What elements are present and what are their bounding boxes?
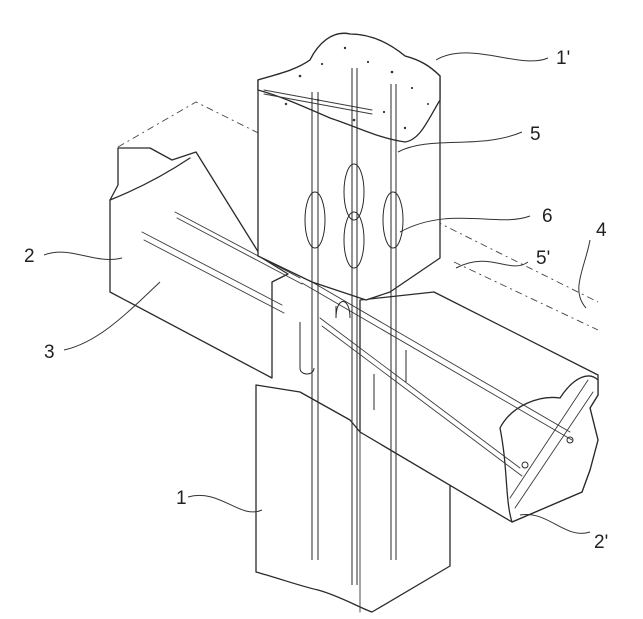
label-beam-left: 2 xyxy=(24,246,35,267)
label-beam-rebar: 3 xyxy=(44,342,55,363)
label-upper-column: 1' xyxy=(556,48,570,69)
column-rebars xyxy=(299,68,407,585)
label-column-rebar-lower: 5' xyxy=(536,248,550,269)
label-beam-right-section: 2' xyxy=(594,532,608,553)
label-column-rebar: 5 xyxy=(530,124,541,145)
label-beam-outline: 4 xyxy=(596,220,607,241)
beam-phantom-outline xyxy=(117,101,599,331)
upper-column xyxy=(257,32,441,301)
right-beam xyxy=(299,274,599,523)
label-rebar-coupler: 6 xyxy=(542,206,553,227)
left-beam xyxy=(109,147,303,379)
label-lower-column: 1 xyxy=(176,488,187,509)
leader-lines xyxy=(43,52,591,534)
